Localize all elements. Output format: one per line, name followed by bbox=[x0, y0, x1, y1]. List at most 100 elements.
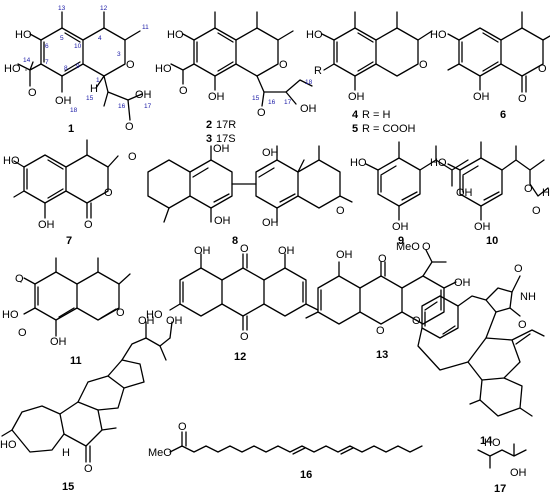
compound-13-id: 13 bbox=[376, 349, 388, 361]
c16-o-carbonyl: O bbox=[178, 421, 187, 433]
loc-15: 15 bbox=[86, 95, 94, 102]
c2-o-ring: O bbox=[279, 59, 288, 71]
loc-5: 5 bbox=[60, 35, 64, 42]
loc-16b: 16 bbox=[268, 99, 276, 106]
loc-9: 9 bbox=[76, 63, 80, 70]
c7-o-ring: O bbox=[104, 187, 113, 199]
c2-cooh-o: O bbox=[179, 85, 188, 97]
c6-o-ring: O bbox=[538, 63, 547, 75]
c11-oh: OH bbox=[50, 336, 67, 348]
c14-nh: NH bbox=[520, 291, 536, 303]
c14-o-top: O bbox=[514, 263, 523, 275]
loc-6: 6 bbox=[45, 43, 49, 50]
loc-12: 12 bbox=[100, 5, 108, 12]
compound-10-id: 10 bbox=[486, 235, 498, 247]
compound-1-id: 1 bbox=[68, 123, 74, 135]
compound-2-3: HO HO O OH O O OH 18 17 15 16 2 17R 3 17… bbox=[155, 11, 317, 145]
c11-ho: HO bbox=[2, 309, 19, 321]
compound-4-sub: R = H bbox=[362, 109, 390, 121]
c12-oh-right: OH bbox=[278, 245, 295, 257]
loc-14: 14 bbox=[23, 57, 31, 64]
c8-o-right: O bbox=[336, 205, 345, 217]
c6-oh: OH bbox=[473, 91, 490, 103]
loc-10: 10 bbox=[74, 43, 82, 50]
compound-6-id: 6 bbox=[500, 109, 506, 121]
c9-ho: HO bbox=[350, 157, 367, 169]
c16-meo: MeO bbox=[148, 447, 172, 459]
compound-3-config: 17S bbox=[216, 133, 236, 145]
c13-oh: OH bbox=[336, 249, 353, 261]
c8-oh-top-right: OH bbox=[262, 147, 279, 159]
c8-oh-top-left: OH bbox=[213, 143, 230, 155]
compound-17-id: 17 bbox=[494, 483, 506, 495]
compound-7-id: 7 bbox=[66, 235, 72, 247]
loc-17b: 17 bbox=[284, 99, 292, 106]
loc-13: 13 bbox=[58, 5, 66, 12]
c7-ho: HO bbox=[3, 155, 20, 167]
c1-ho: HO bbox=[15, 29, 32, 41]
c1-o-ring: O bbox=[126, 59, 135, 71]
c10-h: H bbox=[542, 187, 550, 199]
loc-11: 11 bbox=[142, 24, 149, 31]
c13-oh-right: OH bbox=[454, 277, 471, 289]
c10-oh: OH bbox=[474, 221, 491, 233]
loc-7: 7 bbox=[45, 59, 49, 66]
c2-cooh-ho: HO bbox=[155, 63, 172, 75]
c14-o-imide: O bbox=[518, 319, 527, 331]
compound-14-id: 14 bbox=[480, 435, 493, 447]
c10-o-carbonyl: O bbox=[532, 205, 541, 217]
compound-16-id: 16 bbox=[300, 469, 312, 481]
c15-ho: HO bbox=[0, 439, 17, 451]
c8-oh-bottom-right: OH bbox=[262, 217, 279, 229]
c15-oh-1: OH bbox=[138, 315, 155, 327]
compound-4-id: 4 bbox=[352, 109, 359, 121]
c9-oh-bottom: OH bbox=[392, 221, 409, 233]
compound-10: HO OH O O H 10 bbox=[430, 141, 550, 247]
c15-h: H bbox=[62, 447, 70, 459]
compound-5-sub: R = COOH bbox=[362, 123, 416, 135]
compound-12: O O OH OH HO 12 bbox=[146, 243, 319, 363]
c17-oh: OH bbox=[510, 467, 527, 479]
compound-3-id: 3 bbox=[206, 133, 212, 145]
c17-ho: HO bbox=[484, 437, 501, 449]
c1-cooh-ho: HO bbox=[4, 63, 21, 75]
c2-oh: OH bbox=[208, 91, 225, 103]
c12-ho: HO bbox=[146, 309, 163, 321]
compound-6: HO OH O O 6 bbox=[430, 11, 550, 121]
c10-o-ester: O bbox=[524, 183, 533, 195]
compound-2-config: 17R bbox=[216, 119, 236, 131]
c13-meo: MeO bbox=[396, 241, 420, 253]
compound-15-id: 15 bbox=[62, 481, 74, 493]
loc-18b: 18 bbox=[305, 79, 313, 86]
loc-16: 16 bbox=[118, 103, 126, 110]
c8-oh-bottom-left: OH bbox=[214, 215, 231, 227]
compound-11: O HO O OH O 11 bbox=[2, 257, 131, 367]
compound-9-id: 9 bbox=[398, 235, 404, 247]
loc-17: 17 bbox=[144, 103, 152, 110]
c1-oh: OH bbox=[55, 95, 72, 107]
c12-o-top: O bbox=[240, 243, 249, 255]
c1-cooh-o: O bbox=[28, 87, 37, 99]
compound-1: HO HO O OH O H OH O 13 12 11 4 3 5 10 6 … bbox=[4, 5, 152, 135]
c9-oh-side: OH bbox=[456, 187, 473, 199]
compound-11-id: 11 bbox=[70, 355, 82, 367]
compound-14: O O NH O 14 bbox=[412, 263, 545, 447]
loc-8: 8 bbox=[64, 65, 68, 72]
compound-15: HO O H OH OH 15 bbox=[0, 315, 183, 493]
c15-oh-2: OH bbox=[166, 315, 183, 327]
c6-ho: HO bbox=[430, 29, 447, 41]
compound-17: HO OH 17 bbox=[477, 437, 527, 495]
loc-1: 1 bbox=[96, 77, 100, 84]
c13-o-ketone: O bbox=[378, 253, 387, 265]
compound-13: OH O O MeO O OH 13 bbox=[305, 241, 471, 361]
c13-o-ring: O bbox=[376, 325, 385, 337]
compound-12-id: 12 bbox=[234, 351, 246, 363]
c12-o-bottom: O bbox=[240, 331, 249, 343]
compound-8: O OH OH OH OH O 8 bbox=[128, 143, 353, 247]
compound-9: HO OH OH 9 bbox=[350, 141, 473, 247]
c7-o-carbonyl: O bbox=[84, 219, 93, 231]
loc-4: 4 bbox=[98, 35, 102, 42]
c11-o-ring: O bbox=[116, 307, 125, 319]
